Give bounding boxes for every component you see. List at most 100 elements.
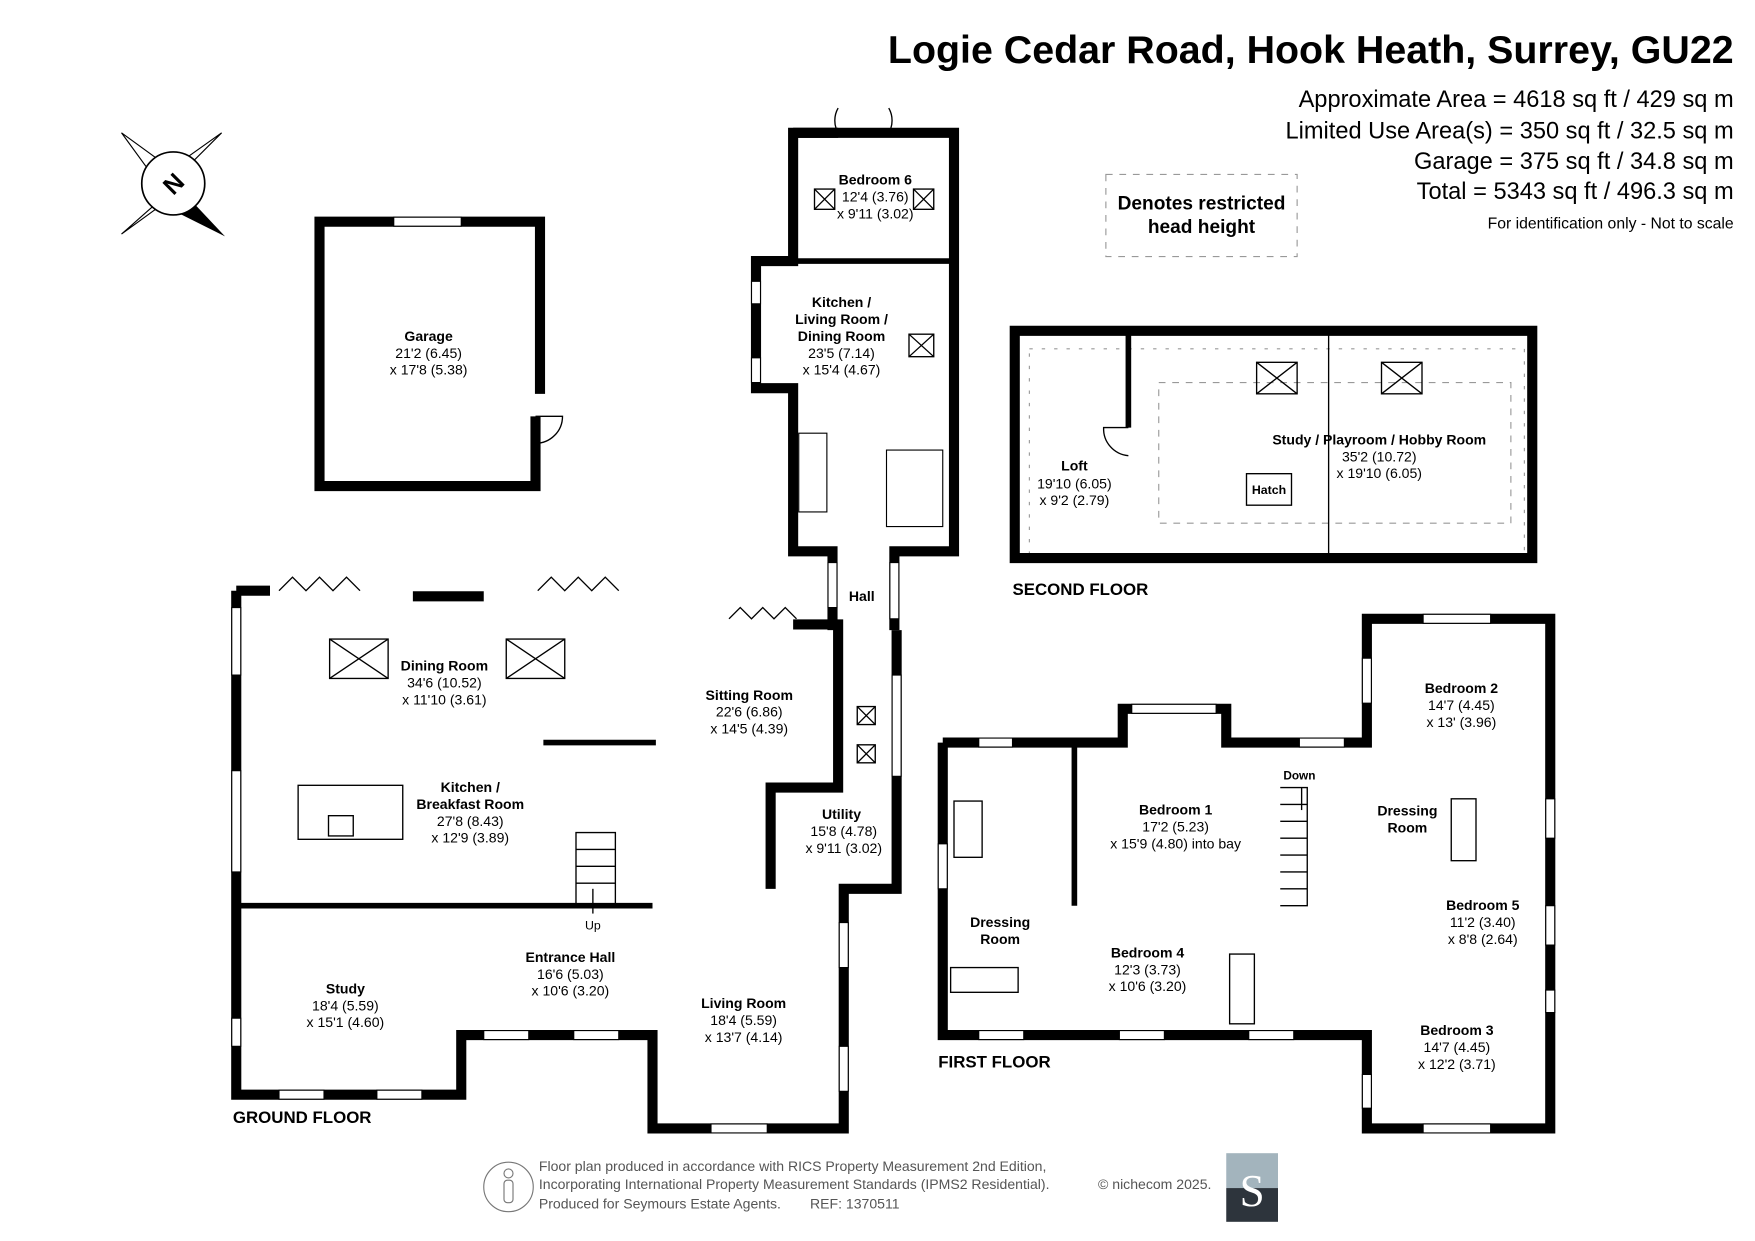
room-name: Utility — [822, 806, 861, 822]
restricted-height-legend: Denotes restricted head height — [1105, 173, 1298, 258]
room-dim: x 14'5 (4.39) — [710, 721, 788, 737]
room-name: Kitchen / — [812, 294, 871, 310]
room-name: Study / Playroom / Hobby Room — [1272, 431, 1486, 447]
room-name: Living Room — [701, 995, 786, 1011]
room-name: Loft — [1061, 457, 1088, 473]
room-name: Sitting Room — [706, 687, 793, 703]
room-bedroom-6: Bedroom 6 12'4 (3.76) x 9'11 (3.02) — [837, 172, 914, 222]
approximate-area: Approximate Area = 4618 sq ft / 429 sq m — [1299, 87, 1734, 113]
scale-note: For identification only - Not to scale — [1488, 215, 1734, 232]
legend-text-1: Denotes restricted — [1118, 193, 1286, 214]
room-dim: x 15'4 (4.67) — [803, 362, 881, 378]
room-dim: 12'4 (3.76) — [842, 188, 909, 204]
room-name: Kitchen / — [441, 779, 500, 795]
room-loft: Loft 19'10 (6.05) x 9'2 (2.79) — [1037, 457, 1112, 508]
room-dim: 14'7 (4.45) — [1428, 697, 1495, 713]
room-dim: x 12'9 (3.89) — [431, 830, 509, 846]
room-name: Bedroom 2 — [1425, 680, 1499, 696]
room-bedroom-5: Bedroom 5 11'2 (3.40) x 8'8 (2.64) — [1446, 897, 1520, 947]
room-kitchen-living-dining: Kitchen / Living Room / Dining Room 23'5… — [795, 294, 888, 378]
room-utility: Utility 15'8 (4.78) x 9'11 (3.02) — [805, 806, 882, 856]
room-name: Bedroom 6 — [839, 172, 913, 188]
room-name: Bedroom 5 — [1446, 897, 1520, 913]
room-bedroom-3: Bedroom 3 14'7 (4.45) x 12'2 (3.71) — [1418, 1022, 1496, 1072]
room-dim: x 13' (3.96) — [1426, 714, 1496, 730]
room-dim: x 13'7 (4.14) — [705, 1029, 783, 1045]
room-name: Living Room / — [795, 311, 888, 327]
room-name: Study — [326, 980, 365, 996]
room-entrance-hall: Entrance Hall 16'6 (5.03) x 10'6 (3.20) — [525, 949, 615, 999]
room-bedroom-2: Bedroom 2 14'7 (4.45) x 13' (3.96) — [1425, 680, 1499, 730]
room-dim: x 8'8 (2.64) — [1448, 931, 1518, 947]
footer-ref: REF: 1370511 — [810, 1195, 900, 1211]
room-bedroom-4: Bedroom 4 12'3 (3.73) x 10'6 (3.20) — [1109, 944, 1187, 994]
room-name: Entrance Hall — [525, 949, 615, 965]
room-dim: 14'7 (4.45) — [1424, 1039, 1491, 1055]
footer: Floor plan produced in accordance with R… — [483, 1153, 1278, 1222]
room-dim: x 9'2 (2.79) — [1039, 492, 1109, 508]
second-floor-label: SECOND FLOOR — [1013, 580, 1149, 599]
room-name: Bedroom 1 — [1139, 802, 1213, 818]
room-dim: 12'3 (3.73) — [1114, 961, 1181, 977]
footer-line-2: Incorporating International Property Mea… — [539, 1176, 1050, 1192]
room-sitting-room: Sitting Room 22'6 (6.86) x 14'5 (4.39) — [706, 687, 793, 737]
room-dressing-room-1: Dressing Room — [1377, 803, 1437, 836]
room-dim: 21'2 (6.45) — [395, 345, 462, 361]
room-dim: x 9'11 (3.02) — [837, 205, 914, 221]
room-living-room: Living Room 18'4 (5.59) x 13'7 (4.14) — [701, 995, 786, 1045]
room-kitchen-breakfast: Kitchen / Breakfast Room 27'8 (8.43) x 1… — [416, 779, 524, 846]
room-dim: x 9'11 (3.02) — [805, 840, 882, 856]
room-dim: 22'6 (6.86) — [716, 704, 783, 720]
agent-logo: S — [1226, 1153, 1278, 1222]
ground-floor: Up GROUND FLOOR Garage 21'2 (6.45) x 17'… — [231, 107, 960, 1134]
room-name: Dressing — [970, 914, 1030, 930]
agent-logo-letter: S — [1240, 1166, 1265, 1216]
room-dim: 35'2 (10.72) — [1342, 448, 1417, 464]
room-dim: 27'8 (8.43) — [437, 813, 504, 829]
room-hall: Hall — [849, 588, 875, 604]
room-dim: 15'8 (4.78) — [810, 823, 877, 839]
legend-text-2: head height — [1148, 217, 1256, 238]
compass-icon: N — [121, 132, 225, 237]
room-dim: x 10'6 (3.20) — [532, 983, 610, 999]
room-study-playroom: Study / Playroom / Hobby Room 35'2 (10.7… — [1272, 431, 1486, 481]
room-name: Bedroom 3 — [1420, 1022, 1494, 1038]
room-dim: x 15'1 (4.60) — [307, 1014, 385, 1030]
room-dim: 18'4 (5.59) — [312, 997, 379, 1013]
second-floor: Hatch Loft 19'10 (6.05) x 9'2 (2.79) Stu… — [1009, 325, 1538, 599]
room-name: Dressing — [1377, 803, 1437, 819]
room-name: Dining Room — [798, 328, 885, 344]
room-bedroom-1: Bedroom 1 17'2 (5.23) x 15'9 (4.80) into… — [1110, 802, 1241, 852]
room-dining-room: Dining Room 34'6 (10.52) x 11'10 (3.61) — [401, 658, 488, 708]
room-dim: 34'6 (10.52) — [407, 674, 482, 690]
room-name: Garage — [404, 328, 453, 344]
limited-use-area: Limited Use Area(s) = 350 sq ft / 32.5 s… — [1285, 118, 1733, 144]
room-dim: x 12'2 (3.71) — [1418, 1056, 1496, 1072]
room-dim: 16'6 (5.03) — [537, 966, 604, 982]
room-dim: 23'5 (7.14) — [808, 345, 875, 361]
room-dim: 11'2 (3.40) — [1450, 914, 1516, 930]
room-name: Bedroom 4 — [1111, 944, 1185, 960]
property-title: Logie Cedar Road, Hook Heath, Surrey, GU… — [888, 28, 1734, 72]
room-dim: 19'10 (6.05) — [1037, 475, 1112, 491]
room-dim: x 15'9 (4.80) into bay — [1110, 835, 1241, 851]
room-dim: 17'2 (5.23) — [1142, 818, 1209, 834]
room-dressing-room-2: Dressing Room — [970, 914, 1030, 947]
room-name: Breakfast Room — [416, 796, 524, 812]
room-dim: x 10'6 (3.20) — [1109, 978, 1187, 994]
garage-area: Garage = 375 sq ft / 34.8 sq m — [1414, 149, 1734, 175]
first-floor: Down Bedroom 1 17'2 (5.23) x 15'9 (4.80)… — [937, 613, 1556, 1134]
person-scale-icon — [483, 1161, 534, 1213]
room-dim: x 11'10 (3.61) — [402, 691, 486, 707]
stairs-down-label: Down — [1283, 769, 1315, 783]
footer-line-1: Floor plan produced in accordance with R… — [539, 1158, 1047, 1174]
room-name: Room — [1387, 820, 1427, 836]
room-garage: Garage 21'2 (6.45) x 17'8 (5.38) — [390, 328, 468, 378]
room-dim: 18'4 (5.59) — [710, 1012, 777, 1028]
hatch — [1245, 473, 1293, 506]
room-dim: x 19'10 (6.05) — [1337, 465, 1422, 481]
room-name: Room — [980, 931, 1020, 947]
footer-line-3: Produced for Seymours Estate Agents. — [539, 1195, 781, 1211]
total-area: Total = 5343 sq ft / 496.3 sq m — [1417, 179, 1734, 205]
